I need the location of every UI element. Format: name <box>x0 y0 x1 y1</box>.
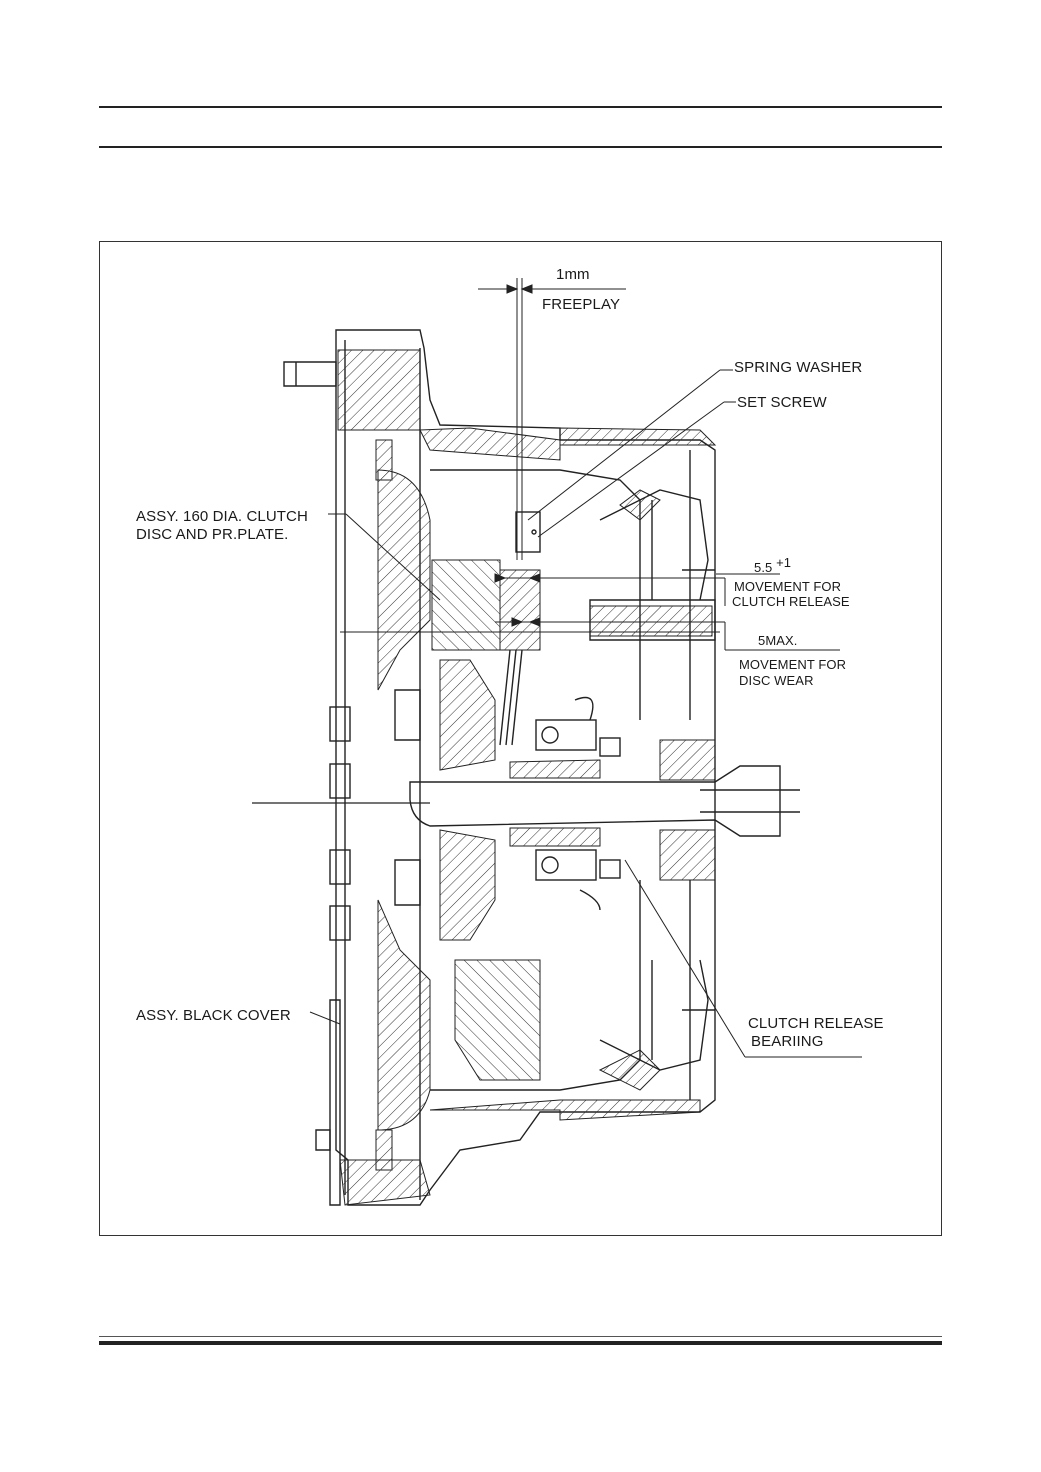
header-rule-upper <box>99 106 942 108</box>
release-bearing-label-line1: CLUTCH RELEASE <box>748 1015 884 1032</box>
clutch-disc-label-line2: DISC AND PR.PLATE. <box>136 526 289 543</box>
release-dim-tolerance: +1 <box>776 555 792 570</box>
release-movement-dimension: 5.5 +1 <box>754 555 791 575</box>
release-movement-label-line2: CLUTCH RELEASE <box>732 594 850 609</box>
wear-movement-label-line2: DISC WEAR <box>739 673 814 688</box>
release-bearing-label-line2: BEARIING <box>751 1033 824 1050</box>
set-screw-label: SET SCREW <box>737 394 827 411</box>
freeplay-dimension: 1mm <box>556 266 590 283</box>
footer-rule-thin <box>99 1336 942 1337</box>
footer-rule-thick <box>99 1341 942 1345</box>
wear-movement-label-line1: MOVEMENT FOR <box>739 657 847 672</box>
black-cover-label: ASSY. BLACK COVER <box>136 1007 291 1024</box>
leader-lines <box>252 278 862 1058</box>
wear-movement-dimension: 5MAX. <box>758 633 798 648</box>
spring-washer-label: SPRING WASHER <box>734 359 863 376</box>
hatched-sections <box>337 349 717 1206</box>
clutch-disc-label-line1: ASSY. 160 DIA. CLUTCH <box>136 508 308 525</box>
release-dim-value: 5.5 <box>754 560 773 575</box>
freeplay-label: FREEPLAY <box>542 296 621 313</box>
release-movement-label-line1: MOVEMENT FOR <box>734 579 842 594</box>
header-rule-lower <box>99 146 942 148</box>
figure-frame <box>99 241 942 1236</box>
